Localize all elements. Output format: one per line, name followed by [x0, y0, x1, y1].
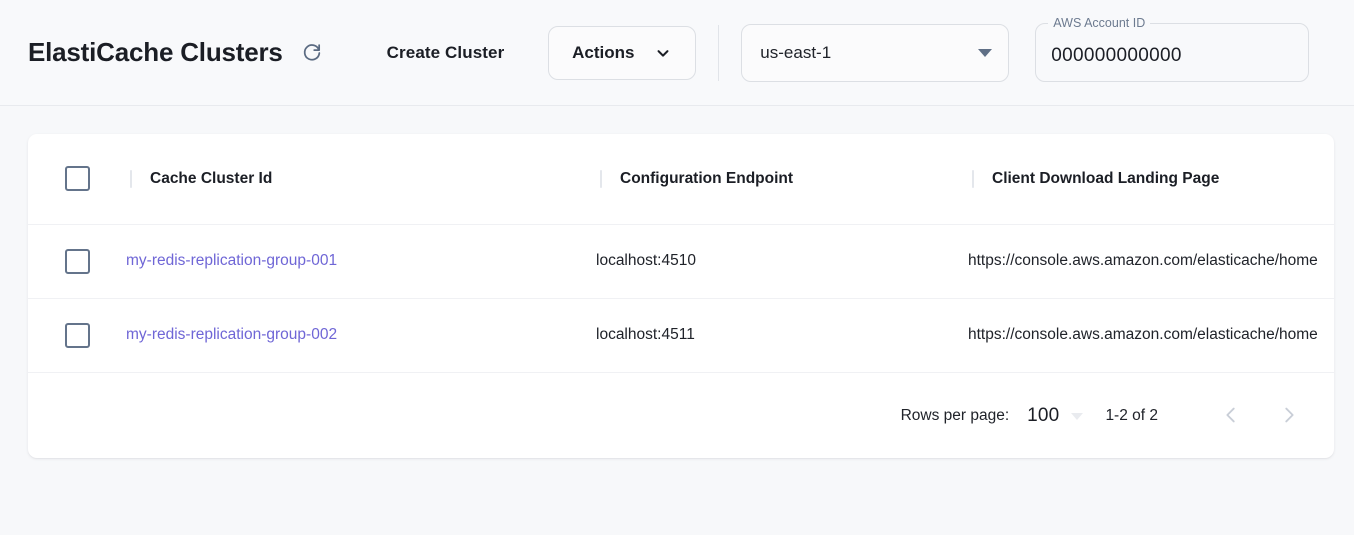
cell-client-download-landing-page: https://console.aws.amazon.com/elasticac… — [968, 252, 1318, 269]
region-select[interactable]: us-east-1 — [741, 23, 1010, 82]
cell-configuration-endpoint: localhost:4510 — [596, 252, 696, 269]
table-pagination: Rows per page: 100 1-2 of 2 — [28, 374, 1334, 458]
create-cluster-button[interactable]: Create Cluster — [377, 35, 515, 71]
table-header-row: Cache Cluster Id Configuration Endpoint … — [28, 134, 1334, 224]
rows-per-page-select[interactable]: 100 — [1027, 405, 1084, 427]
app-header: ElastiCache Clusters Create Cluster Acti… — [0, 0, 1354, 106]
actions-button[interactable]: Actions — [548, 25, 697, 80]
rows-per-page-value: 100 — [1027, 405, 1060, 426]
header-divider — [718, 24, 720, 81]
cell-cache-cluster-id: my-redis-replication-group-002 — [126, 298, 596, 372]
refresh-button[interactable] — [297, 38, 327, 68]
region-select-value: us-east-1 — [760, 42, 832, 62]
cluster-id-link[interactable]: my-redis-replication-group-001 — [126, 252, 338, 269]
cell-cache-cluster-id: my-redis-replication-group-001 — [126, 224, 596, 298]
next-page-button[interactable] — [1266, 393, 1312, 439]
clusters-card: Cache Cluster Id Configuration Endpoint … — [28, 134, 1334, 458]
chevron-down-icon — [654, 44, 672, 62]
row-select-cell — [28, 224, 126, 298]
title-group: ElastiCache Clusters — [28, 37, 327, 68]
column-header-cache-cluster-id[interactable]: Cache Cluster Id — [126, 134, 596, 224]
pagination-range-label: 1-2 of 2 — [1105, 407, 1158, 424]
row-checkbox[interactable] — [65, 322, 90, 348]
row-select-cell — [28, 298, 126, 372]
select-all-cell — [28, 134, 126, 224]
cell-configuration-endpoint: localhost:4511 — [596, 326, 695, 343]
column-header-client-download-landing-page[interactable]: Client Download Landing Page — [968, 134, 1334, 224]
triangle-down-icon — [1071, 412, 1084, 420]
table-row[interactable]: my-redis-replication-group-002 localhost… — [28, 298, 1334, 372]
table-head: Cache Cluster Id Configuration Endpoint … — [28, 134, 1334, 224]
cluster-id-link[interactable]: my-redis-replication-group-002 — [126, 326, 338, 343]
page-title: ElastiCache Clusters — [28, 37, 283, 67]
triangle-down-icon — [978, 48, 993, 57]
rows-per-page-label: Rows per page: — [900, 407, 1010, 424]
previous-page-button[interactable] — [1208, 393, 1254, 439]
chevron-left-icon — [1220, 404, 1242, 429]
aws-account-id-input[interactable] — [1035, 23, 1310, 82]
table-body: my-redis-replication-group-001 localhost… — [28, 224, 1334, 372]
actions-button-label: Actions — [572, 42, 635, 62]
row-checkbox[interactable] — [65, 248, 90, 274]
chevron-right-icon — [1278, 404, 1300, 429]
column-header-configuration-endpoint[interactable]: Configuration Endpoint — [596, 134, 968, 224]
refresh-icon — [301, 42, 323, 64]
select-all-checkbox[interactable] — [65, 166, 90, 192]
cell-client-download-landing-page: https://console.aws.amazon.com/elasticac… — [968, 326, 1318, 343]
table-row[interactable]: my-redis-replication-group-001 localhost… — [28, 224, 1334, 298]
clusters-table: Cache Cluster Id Configuration Endpoint … — [28, 134, 1334, 373]
aws-account-id-field[interactable]: AWS Account ID — [1035, 16, 1310, 82]
